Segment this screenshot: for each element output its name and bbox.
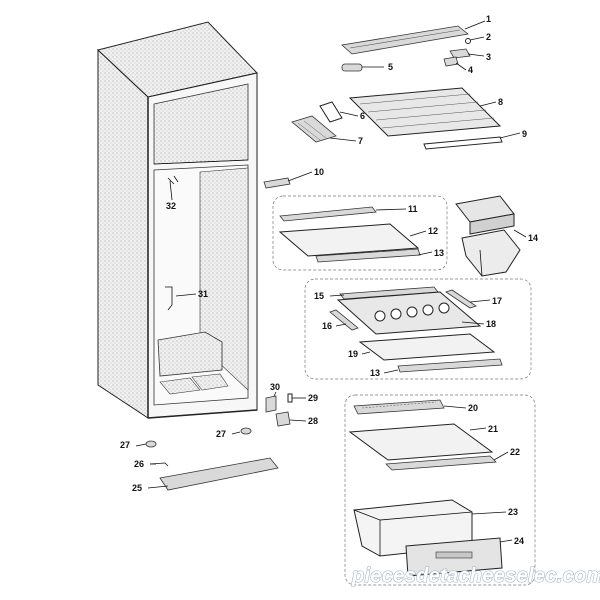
label-15: 15 bbox=[314, 291, 324, 301]
group-frame-shelf-upper bbox=[272, 195, 448, 271]
part-20-vent-rail bbox=[353, 399, 445, 415]
label-8: 8 bbox=[498, 97, 503, 107]
part-3-hinge bbox=[449, 48, 471, 59]
label-13-upper: 13 bbox=[434, 248, 444, 258]
label-5: 5 bbox=[388, 62, 393, 72]
group-frame-crisper bbox=[344, 394, 536, 586]
part-13-front-trim bbox=[315, 248, 421, 263]
part-27-foot-right bbox=[240, 427, 252, 435]
part-2-screw bbox=[465, 38, 471, 44]
part-26-spring bbox=[149, 462, 169, 467]
label-27-left: 27 bbox=[120, 440, 130, 450]
label-17: 17 bbox=[492, 296, 502, 306]
fridge-cabinet bbox=[96, 21, 258, 419]
label-12: 12 bbox=[428, 226, 438, 236]
part-1-top-rail bbox=[341, 25, 469, 55]
label-24: 24 bbox=[514, 536, 524, 546]
label-30: 30 bbox=[270, 382, 280, 392]
label-18: 18 bbox=[486, 319, 496, 329]
part-9-rod bbox=[423, 136, 503, 150]
part-18-shelf-frame bbox=[336, 291, 482, 335]
watermark-text: piecesdetacheeselec.com bbox=[351, 565, 600, 587]
part-24-drawer-front bbox=[405, 537, 503, 577]
part-28-hinge bbox=[275, 411, 291, 427]
label-26: 26 bbox=[134, 459, 144, 469]
part-25-kickplate bbox=[159, 457, 279, 491]
label-4: 4 bbox=[468, 65, 473, 75]
label-19: 19 bbox=[348, 349, 358, 359]
label-3: 3 bbox=[486, 52, 491, 62]
label-1: 1 bbox=[486, 14, 491, 24]
part-14-bin bbox=[455, 195, 521, 277]
label-10: 10 bbox=[314, 167, 324, 177]
label-21: 21 bbox=[488, 424, 498, 434]
label-23: 23 bbox=[508, 507, 518, 517]
part-labels: 1 2 3 4 5 6 7 8 9 10 11 12 13 14 15 16 1… bbox=[120, 14, 538, 546]
part-11-shelf-trim bbox=[279, 206, 377, 222]
part-10-clip bbox=[263, 177, 291, 189]
part-8-wire-shelf bbox=[348, 87, 502, 137]
label-6: 6 bbox=[360, 111, 365, 121]
part-4-clip bbox=[443, 56, 459, 67]
part-7-ice-tray bbox=[291, 115, 337, 143]
part-5-cap bbox=[341, 63, 363, 72]
label-16: 16 bbox=[322, 321, 332, 331]
part-17-side-support bbox=[445, 289, 477, 309]
label-2: 2 bbox=[486, 32, 491, 42]
label-32: 32 bbox=[166, 201, 176, 211]
part-27-foot-left bbox=[145, 440, 157, 448]
part-29-pin bbox=[287, 393, 293, 403]
label-7: 7 bbox=[358, 136, 363, 146]
part-19-glass-shelf bbox=[358, 333, 496, 361]
group-frame-shelf-middle bbox=[304, 278, 532, 380]
label-28: 28 bbox=[308, 416, 318, 426]
label-25: 25 bbox=[132, 483, 142, 493]
label-20: 20 bbox=[468, 403, 478, 413]
label-29: 29 bbox=[308, 393, 318, 403]
part-6-bracket bbox=[319, 101, 343, 123]
label-31: 31 bbox=[198, 289, 208, 299]
label-27-right: 27 bbox=[216, 429, 226, 439]
label-14: 14 bbox=[528, 233, 538, 243]
part-21-glass-cover bbox=[348, 423, 494, 461]
part-13-front-trim-lower bbox=[397, 358, 503, 373]
label-22: 22 bbox=[510, 447, 520, 457]
label-13-lower: 13 bbox=[370, 368, 380, 378]
part-12-glass-shelf bbox=[278, 223, 420, 257]
leader-lines bbox=[135, 20, 527, 543]
label-9: 9 bbox=[522, 129, 527, 139]
part-30-bracket bbox=[265, 395, 277, 413]
label-11: 11 bbox=[408, 204, 418, 214]
part-22-frame bbox=[385, 455, 497, 471]
